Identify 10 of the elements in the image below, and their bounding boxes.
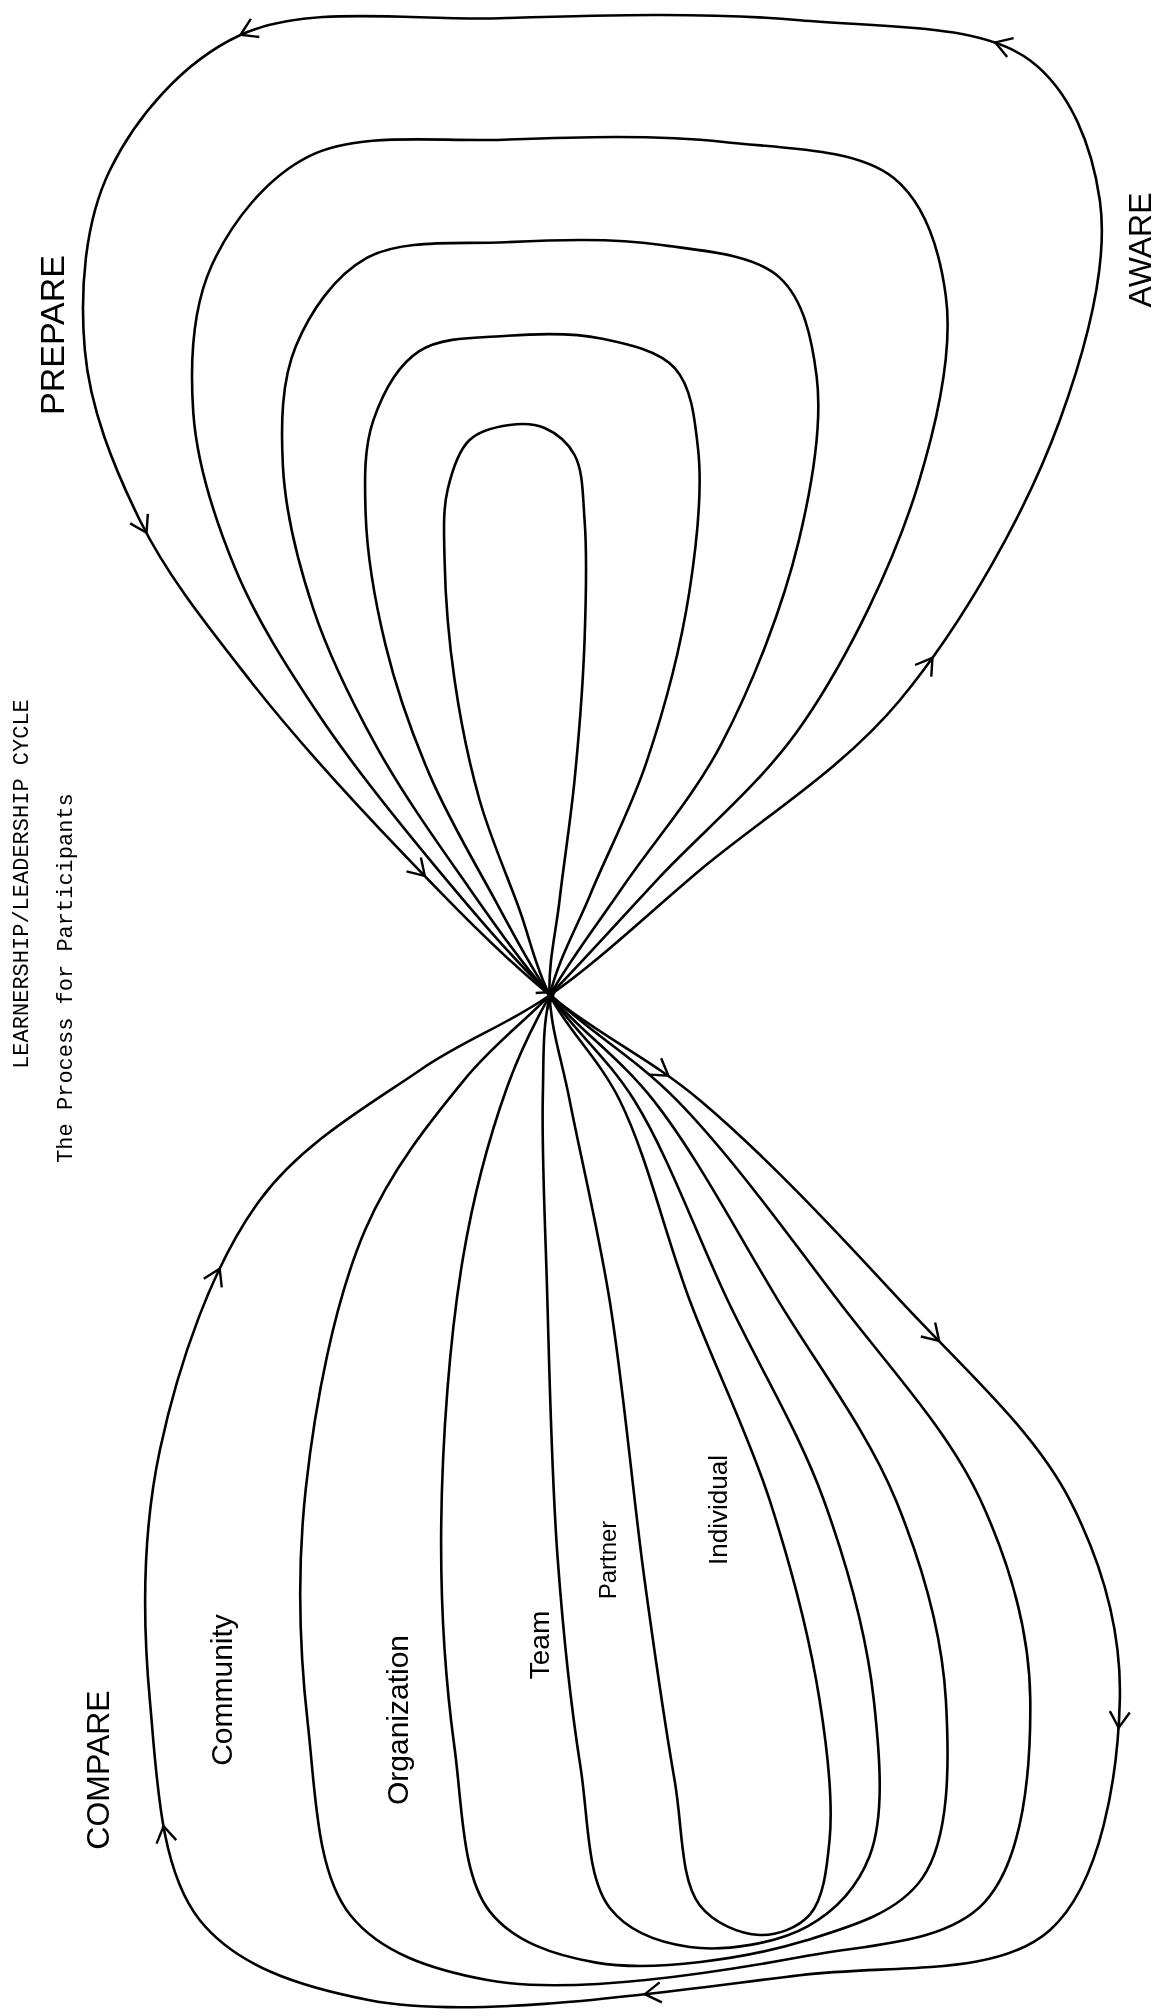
diagram-title: LEARNERSHIP/LEADERSHIP CYCLE (9, 699, 35, 1069)
loop-label: Organization (381, 1634, 415, 1806)
stage-label: PREPARE (32, 255, 72, 415)
loop-label: Partner (593, 1520, 622, 1600)
loop-label: Individual (702, 1455, 734, 1565)
stage-label: COMPARE (79, 1690, 117, 1850)
subtitle: The Process for Participants (53, 793, 79, 1163)
loop-label: Team (523, 1610, 556, 1680)
stage-label: AWARE (1121, 192, 1159, 308)
loop-label: Community (205, 1614, 239, 1766)
